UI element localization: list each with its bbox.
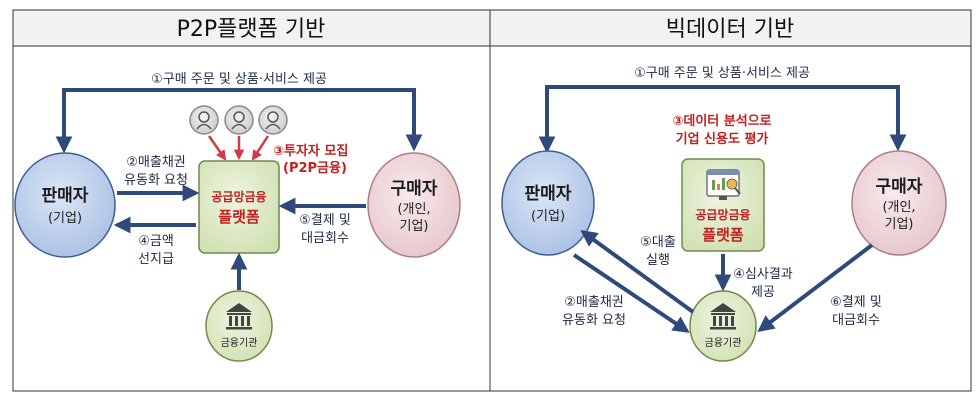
left-step2-line1: ②매출채권 (126, 155, 186, 170)
analytics-icon (706, 169, 741, 200)
left-step5-line2: 대금회수 (301, 231, 349, 246)
right-bank-label: 금융기관 (705, 337, 742, 349)
right-buyer-node (851, 150, 947, 256)
right-buyer-sub1: (개인, (882, 200, 915, 215)
right-step5-arrow (580, 230, 695, 314)
left-bank-label: 금융기관 (221, 337, 258, 349)
right-step5-line2: 실행 (646, 252, 670, 268)
investor-icon-3 (258, 105, 288, 135)
left-step2-line2: 유동화 요청 (124, 173, 188, 188)
left-step4-line1: ④금액 (138, 234, 174, 249)
left-bank-icon (226, 303, 252, 330)
outer-frame (12, 9, 972, 392)
right-platform-line2: 플랫폼 (702, 226, 744, 244)
right-seller-sub: (기업) (531, 209, 565, 224)
right-step6-line1: ⑥결제 및 (830, 295, 882, 310)
right-step4-line1: ④심사결과 (733, 267, 793, 282)
right-panel-header: 빅데이터 기반 (666, 17, 794, 42)
header-band (12, 9, 972, 47)
right-buyer-sub2: 기업) (885, 217, 914, 232)
left-step1-label: ①구매 주문 및 상품·서비스 제공 (151, 72, 327, 87)
left-buyer-node (367, 152, 461, 258)
investor-arrow-1 (207, 135, 227, 161)
right-step2-line1: ②매출채권 (564, 295, 624, 310)
left-seller-sub: (기업) (48, 211, 82, 226)
right-order-arrow (538, 85, 907, 154)
right-step3-line2: 기업 신용도 평가 (676, 131, 769, 147)
left-step3-line2: (P2P금융) (283, 160, 347, 176)
investor-icons (189, 105, 288, 135)
left-platform-node (198, 160, 280, 254)
right-step6-line2: 대금회수 (832, 313, 880, 328)
right-bank-node (689, 290, 757, 362)
right-step2-line2: 유동화 요청 (562, 313, 626, 328)
left-order-arrow (55, 88, 423, 154)
left-seller-node (14, 152, 116, 258)
left-platform-line2: 플랫폼 (218, 208, 260, 226)
investor-arrow-3 (251, 135, 270, 161)
left-platform-line1: 공급망금융 (211, 189, 266, 204)
right-step6-arrow (757, 243, 874, 333)
right-seller-title: 판매자 (525, 184, 572, 204)
left-bank-node (205, 290, 273, 362)
right-step2-arrow (572, 253, 690, 333)
left-buyer-title: 구매자 (391, 179, 438, 199)
right-step3-line1: ③데이터 분석으로 (672, 113, 771, 129)
right-platform-node (681, 158, 765, 252)
left-buyer-sub2: 기업) (400, 219, 429, 234)
right-seller-node (501, 150, 595, 256)
left-panel: ①구매 주문 및 상품·서비스 제공 판매자 (기업) 구매자 (개인, 기업)… (14, 72, 461, 362)
right-step5-line1: ⑤대출 (640, 235, 676, 250)
left-panel-header: P2P플랫폼 기반 (177, 17, 326, 42)
right-step1-label: ①구매 주문 및 상품·서비스 제공 (634, 66, 810, 81)
investor-icon-2 (224, 105, 254, 135)
left-step3-line1: ③투자자 모집 (273, 144, 348, 159)
investor-icon-1 (189, 105, 219, 135)
right-bank-icon (710, 303, 736, 330)
left-step4-line2: 선지급 (138, 252, 174, 267)
right-step4-line2: 제공 (751, 285, 775, 300)
left-buyer-sub1: (개인, (397, 202, 430, 217)
right-buyer-title: 구매자 (876, 177, 923, 197)
right-panel: ①구매 주문 및 상품·서비스 제공 판매자 (기업) 구매자 (개인, 기업)… (501, 66, 947, 362)
left-seller-title: 판매자 (42, 186, 89, 206)
left-step5-line1: ⑤결제 및 (299, 213, 351, 228)
right-platform-line1: 공급망금융 (695, 207, 750, 222)
